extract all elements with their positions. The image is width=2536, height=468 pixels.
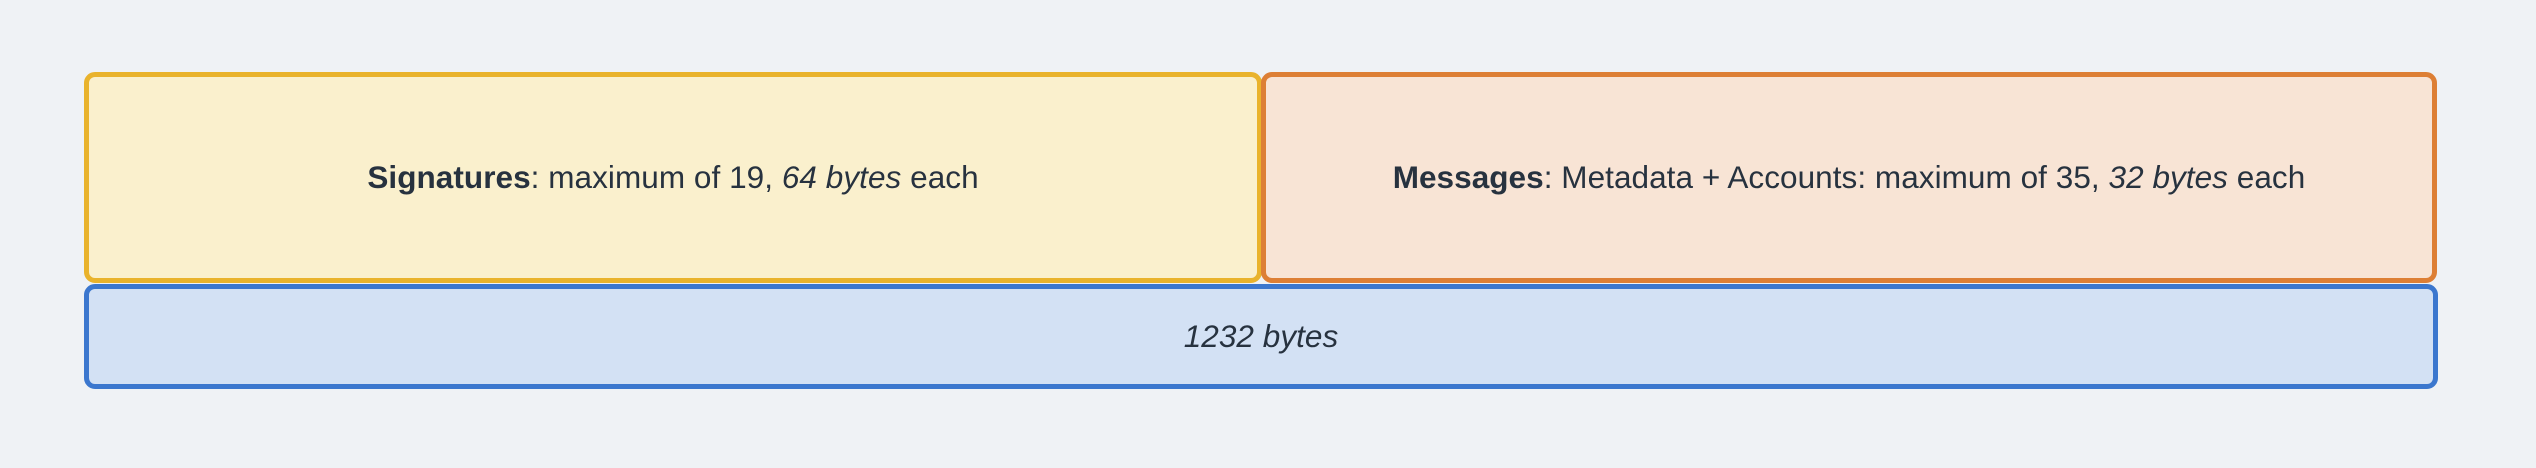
signatures-label-rest: : maximum of 19,: [530, 159, 782, 196]
signatures-label-tail: each: [901, 159, 979, 196]
signatures-label-bold: Signatures: [367, 159, 531, 196]
messages-label-italic: 32 bytes: [2108, 159, 2228, 196]
total-size-label: 1232 bytes: [1183, 318, 1339, 355]
signatures-label: Signatures: maximum of 19, 64 bytes each: [341, 155, 1004, 200]
messages-label-bold: Messages: [1392, 159, 1544, 196]
transaction-size-diagram: Signatures: maximum of 19, 64 bytes each…: [84, 72, 2438, 389]
messages-segment: Messages: Metadata + Accounts: maximum o…: [1261, 72, 2437, 283]
diagram-top-row: Signatures: maximum of 19, 64 bytes each…: [84, 72, 2438, 283]
messages-label-tail: each: [2227, 159, 2306, 196]
messages-label-rest: : Metadata + Accounts: maximum of 35,: [1543, 159, 2109, 196]
total-size-segment: 1232 bytes: [84, 284, 2438, 389]
signatures-label-italic: 64 bytes: [781, 159, 902, 196]
messages-label: Messages: Metadata + Accounts: maximum o…: [1367, 155, 2332, 200]
signatures-segment: Signatures: maximum of 19, 64 bytes each: [84, 72, 1262, 283]
